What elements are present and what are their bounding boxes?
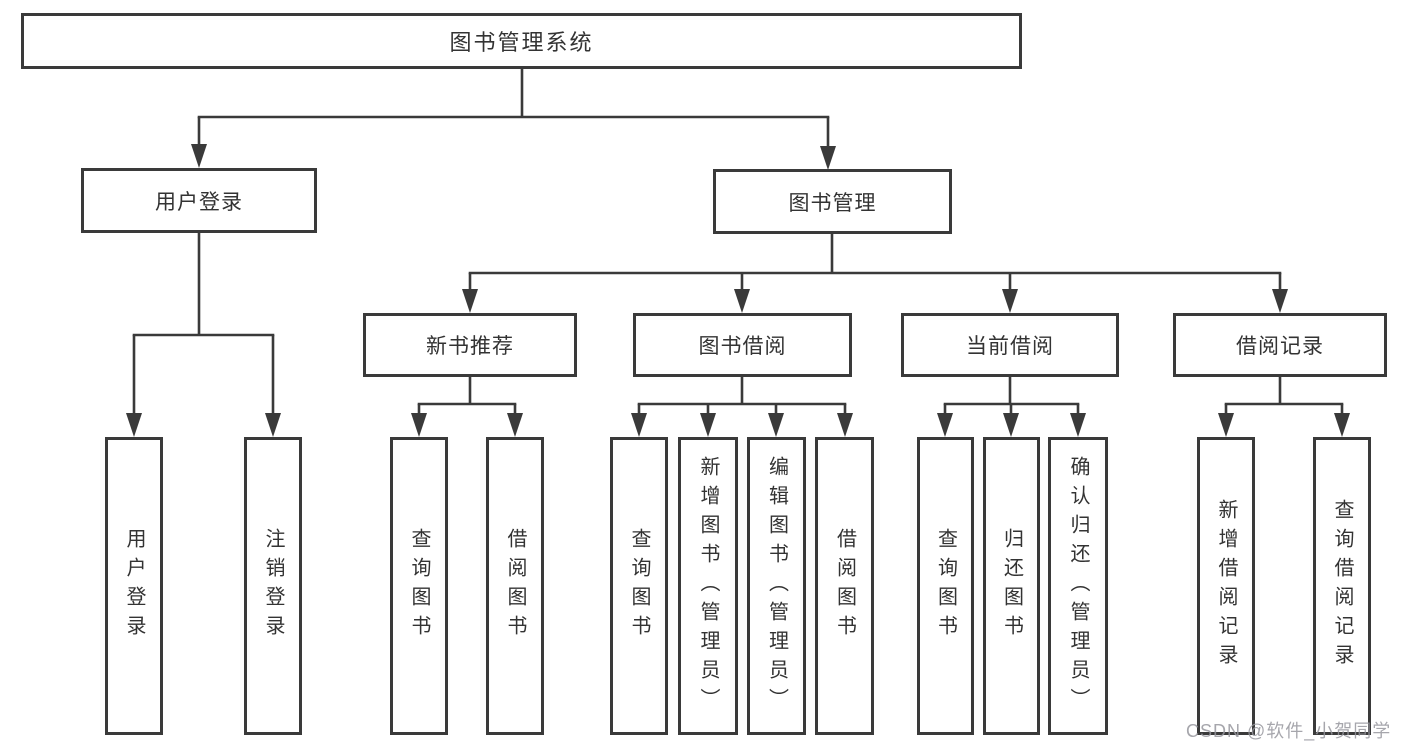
node-label: 新增图书（管理员） <box>697 455 719 717</box>
connector-book-borrow-to-leaves <box>631 377 853 437</box>
leaf-query-books-borrow: 查询图书 <box>610 437 668 735</box>
arrowhead-icon <box>265 413 281 437</box>
leaf-add-borrow-record: 新增借阅记录 <box>1197 437 1255 735</box>
leaf-borrow-books-recommend: 借阅图书 <box>486 437 544 735</box>
leaf-borrow-books: 借阅图书 <box>815 437 874 735</box>
leaf-logout: 注销登录 <box>244 437 302 735</box>
arrowhead-icon <box>1070 413 1086 437</box>
node-label: 图书借阅 <box>698 335 787 358</box>
arrowhead-icon <box>126 413 142 437</box>
arrowhead-icon <box>1002 289 1018 313</box>
node-current-borrow: 当前借阅 <box>901 313 1119 377</box>
node-label: 查询图书 <box>628 528 650 644</box>
node-user-login: 用户登录 <box>81 168 317 233</box>
arrowhead-icon <box>191 144 207 168</box>
arrowhead-icon <box>734 289 750 313</box>
connector-borrow-records-to-leaves <box>1218 377 1350 437</box>
node-label: 注销登录 <box>262 528 284 644</box>
leaf-user-login: 用户登录 <box>105 437 163 735</box>
node-label: 借阅记录 <box>1236 335 1324 358</box>
leaf-query-books-current: 查询图书 <box>917 437 974 735</box>
node-label: 图书管理 <box>788 191 877 215</box>
arrowhead-icon <box>507 413 523 437</box>
node-label: 查询图书 <box>934 528 957 644</box>
arrowhead-icon <box>462 289 478 313</box>
arrowhead-icon <box>1003 413 1019 437</box>
arrowhead-icon <box>1334 413 1350 437</box>
node-book-management: 图书管理 <box>713 169 952 234</box>
node-label: 编辑图书（管理员） <box>765 455 788 717</box>
arrowhead-icon <box>768 413 784 437</box>
node-label: 用户登录 <box>155 190 243 214</box>
node-label: 新增借阅记录 <box>1215 499 1237 673</box>
leaf-edit-books-admin: 编辑图书（管理员） <box>747 437 806 735</box>
node-label: 查询借阅记录 <box>1331 499 1353 673</box>
node-new-book-recommend: 新书推荐 <box>363 313 577 377</box>
node-label: 确认归还（管理员） <box>1067 455 1089 717</box>
arrowhead-icon <box>820 146 836 170</box>
leaf-query-borrow-record: 查询借阅记录 <box>1313 437 1371 735</box>
node-label: 查询图书 <box>408 528 430 644</box>
arrowhead-icon <box>631 413 647 437</box>
connector-current-borrow-to-leaves <box>937 377 1086 437</box>
node-label: 当前借阅 <box>966 335 1054 358</box>
node-label: 图书管理系统 <box>449 30 594 55</box>
node-root-system: 图书管理系统 <box>21 13 1022 69</box>
connector-new-book-recommend-to-leaves <box>411 377 523 437</box>
connector-book-management-to-level3 <box>462 234 1288 313</box>
leaf-return-books: 归还图书 <box>983 437 1040 735</box>
node-book-borrow: 图书借阅 <box>633 313 852 377</box>
node-borrow-records: 借阅记录 <box>1173 313 1387 377</box>
arrowhead-icon <box>1218 413 1234 437</box>
csdn-watermark: CSDN @软件_小贺同学 <box>1186 721 1392 741</box>
arrowhead-icon <box>411 413 427 437</box>
leaf-query-books-recommend: 查询图书 <box>390 437 448 735</box>
arrowhead-icon <box>937 413 953 437</box>
arrowhead-icon <box>837 413 853 437</box>
arrowhead-icon <box>1272 289 1288 313</box>
node-label: 归还图书 <box>1000 528 1023 644</box>
node-label: 借阅图书 <box>504 528 526 644</box>
connector-user-login-to-leaves <box>126 233 281 437</box>
connector-root-to-level2 <box>191 69 836 170</box>
node-label: 新书推荐 <box>426 335 514 358</box>
arrowhead-icon <box>700 413 716 437</box>
node-label: 借阅图书 <box>833 528 856 644</box>
leaf-confirm-return-admin: 确认归还（管理员） <box>1048 437 1108 735</box>
leaf-add-books-admin: 新增图书（管理员） <box>678 437 738 735</box>
node-label: 用户登录 <box>123 528 145 644</box>
